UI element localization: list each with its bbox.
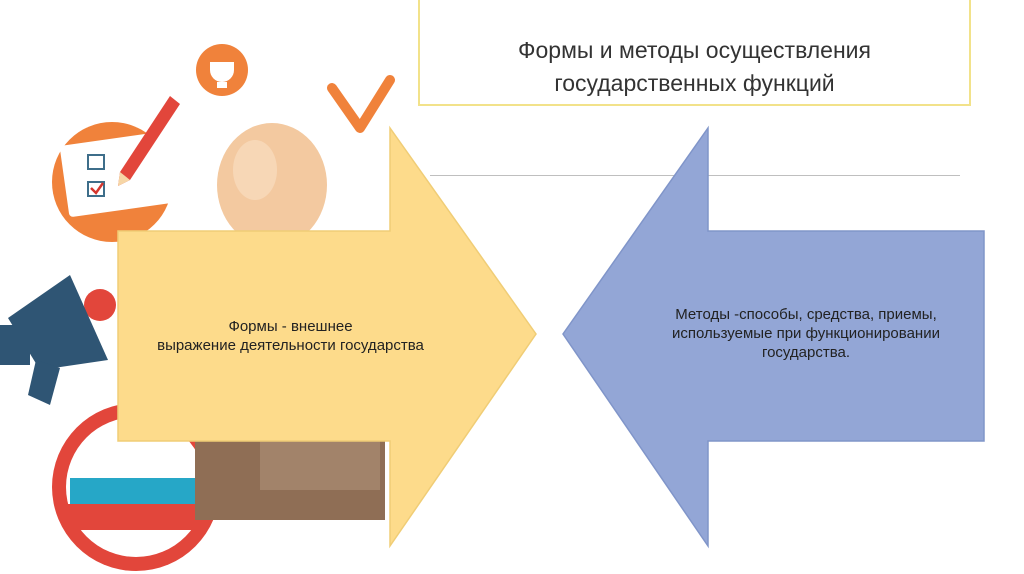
person-head-icon	[217, 123, 327, 247]
title-line-2: государственных функций	[554, 70, 835, 96]
left-arrow-shape	[117, 125, 537, 549]
forms-line-2: выражение деятельности государства	[157, 337, 424, 354]
title-line-1: Формы и методы осуществления	[518, 37, 871, 63]
checkmark-icon	[327, 75, 395, 133]
title-box: Формы и методы осуществления государстве…	[418, 0, 971, 106]
forms-definition: Формы - внешнее выражение деятельности г…	[118, 317, 463, 355]
pencil-icon	[118, 96, 180, 186]
russian-flag-seal-icon	[52, 403, 220, 571]
methods-line-3: государства.	[761, 344, 851, 361]
right-arrow-shape	[562, 125, 985, 549]
page-title: Формы и методы осуществления государстве…	[420, 34, 969, 100]
methods-definition: Методы -способы, средства, приемы, испол…	[636, 305, 976, 362]
methods-line-1: Методы -способы, средства, приемы,	[675, 306, 937, 323]
megaphone-icon	[0, 275, 116, 405]
forms-line-1: Формы - внешнее	[228, 318, 353, 335]
methods-line-2: используемые при функционировании	[672, 325, 940, 342]
trophy-icon	[196, 44, 248, 96]
